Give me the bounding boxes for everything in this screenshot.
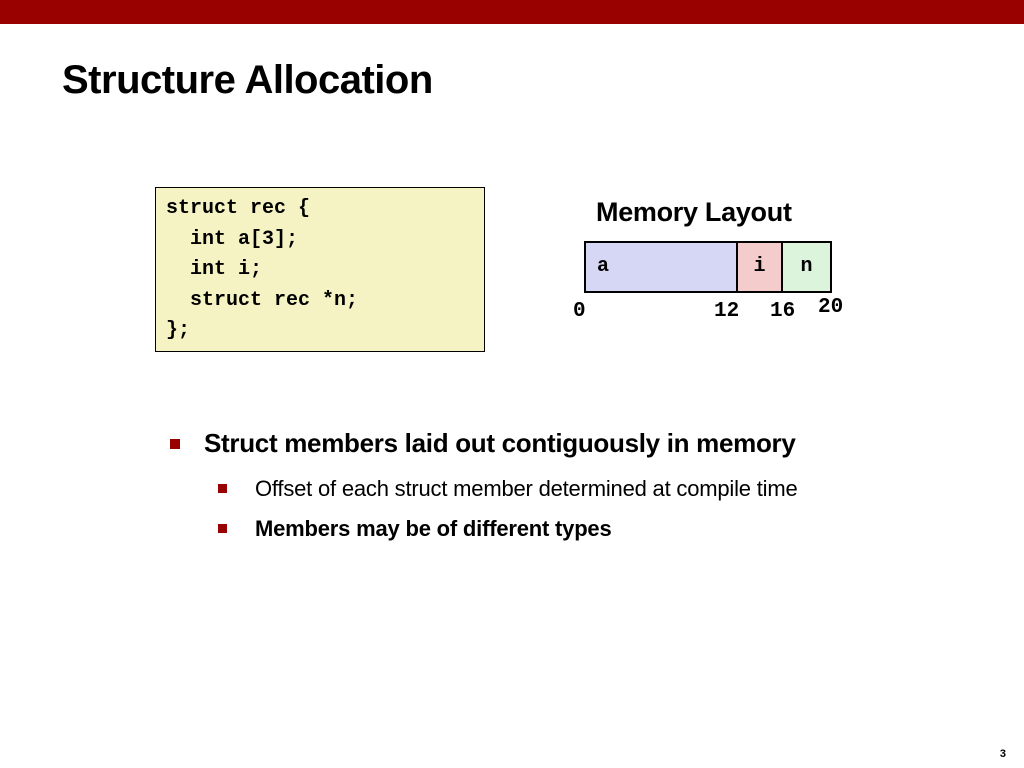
square-bullet-icon	[170, 439, 180, 449]
code-line: int a[3];	[166, 227, 299, 251]
code-block: struct rec { int a[3]; int i; struct rec…	[155, 187, 485, 352]
code-line: };	[166, 319, 191, 342]
page-number: 3	[999, 748, 1006, 760]
memory-field-a: a	[584, 241, 738, 293]
memory-layout-title: Memory Layout	[596, 197, 792, 227]
bullet-main: Struct members laid out contiguously in …	[170, 428, 796, 459]
code-line: struct rec {	[166, 197, 311, 220]
offset-label-12: 12	[714, 300, 740, 323]
square-bullet-icon	[218, 524, 227, 533]
offset-label-20: 20	[818, 296, 844, 319]
memory-field-n: n	[781, 241, 832, 293]
bullet-text: Struct members laid out contiguously in …	[204, 428, 796, 458]
memory-field-i: i	[735, 241, 784, 293]
offset-label-0: 0	[573, 300, 586, 323]
header-bar	[0, 0, 1024, 24]
bullet-text: Offset of each struct member determined …	[255, 476, 798, 501]
code-line: struct rec *n;	[166, 288, 359, 312]
offset-label-16: 16	[770, 300, 796, 323]
code-line: int i;	[166, 258, 263, 281]
bullet-text: Members may be of different types	[255, 516, 612, 541]
memory-layout-diagram: a i n	[584, 241, 832, 293]
page-title: Structure Allocation	[62, 58, 433, 102]
bullet-sub-1: Offset of each struct member determined …	[218, 476, 798, 502]
square-bullet-icon	[218, 484, 227, 493]
bullet-sub-2: Members may be of different types	[218, 516, 612, 542]
